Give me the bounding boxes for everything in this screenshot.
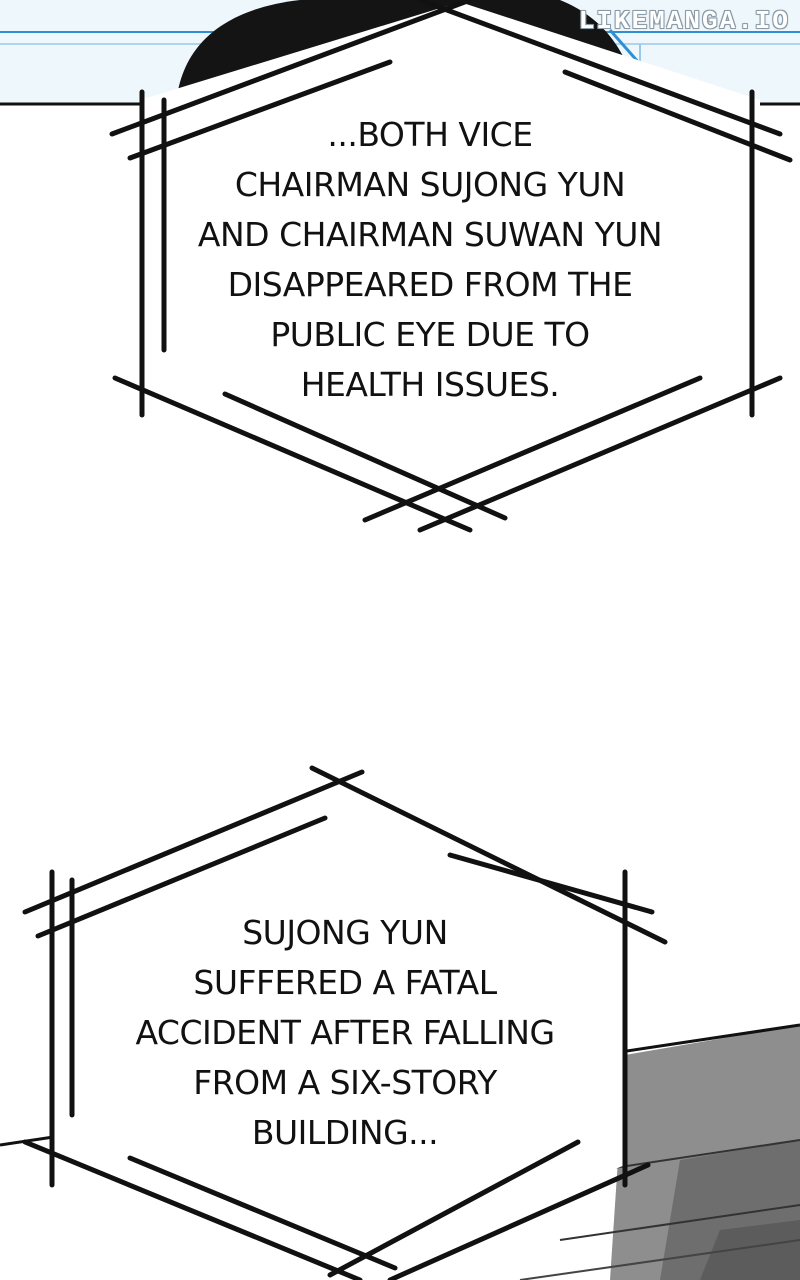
- caption-frame-2: [22, 765, 668, 1280]
- caption-text-1: ...BOTH VICE CHAIRMAN SUJONG YUN AND CHA…: [197, 115, 663, 404]
- caption-frame-1: [109, 0, 793, 533]
- watermark-logo: LIKEMANGA.IO: [578, 6, 790, 36]
- caption-text-2: SUJONG YUN SUFFERED A FATAL ACCIDENT AFT…: [135, 913, 555, 1152]
